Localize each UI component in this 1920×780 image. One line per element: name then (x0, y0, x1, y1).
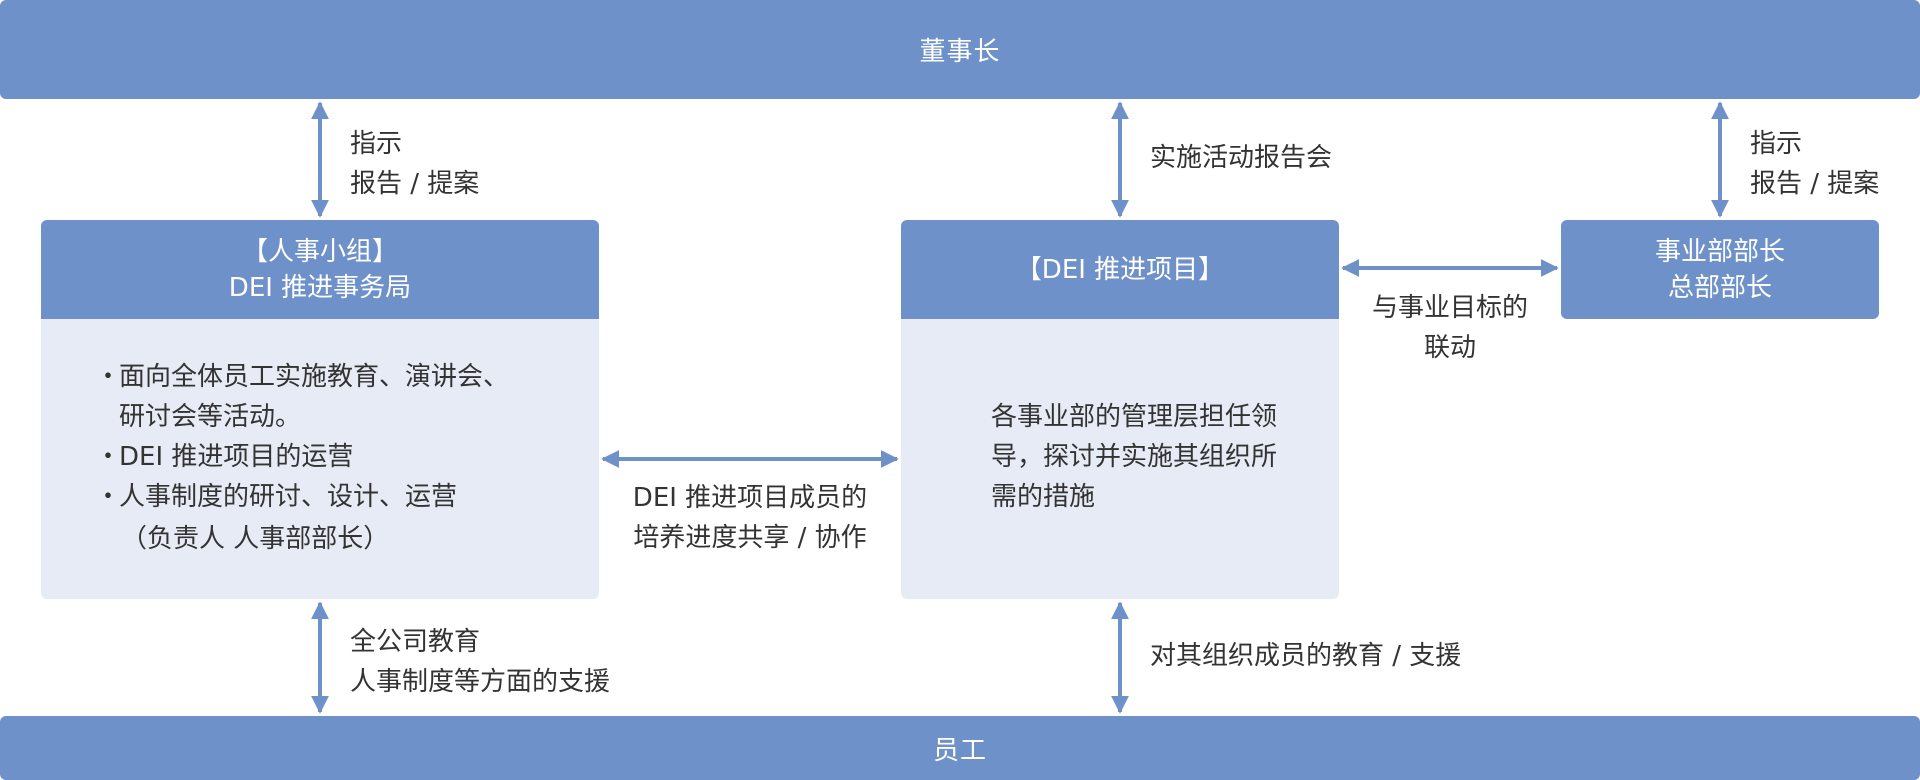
activity-report-label: 实施活动报告会 (1150, 143, 1333, 173)
dei-office-title: DEI 推进事务局 (228, 272, 412, 303)
company-education-label: 全公司教育 (350, 627, 481, 657)
bullet-icon: ・ (95, 442, 122, 472)
bullet-icon: ・ (95, 362, 122, 392)
business-goal-link-label-2: 联动 (1423, 333, 1476, 363)
hr-duty-item-continued: 研讨会等活动。 (119, 402, 302, 432)
hr-responsible-note: （负责人 人事部部长） (121, 524, 390, 554)
instruction-label-right: 指示 (1750, 129, 1803, 159)
division-head-title: 事业部部长 (1654, 236, 1785, 267)
headquarters-head-title: 总部部长 (1667, 272, 1772, 303)
chairman-label: 董事长 (919, 37, 1001, 67)
chairman-bar: 董事长 (0, 0, 1920, 99)
division-heads-panel: 事业部部长 总部部长 (1561, 220, 1879, 319)
hr-duty-item: ・DEI 推进项目的运营 (95, 437, 509, 477)
dei-project-description: 各事业部的管理层担任领导，探讨并实施其组织所需的措施 (991, 402, 1278, 512)
dei-project-panel: 【DEI 推进项目】 各事业部的管理层担任领导，探讨并实施其组织所需的措施 (901, 220, 1339, 599)
dei-project-header: 【DEI 推进项目】 (901, 220, 1339, 319)
hr-team-body: ・面向全体员工实施教育、演讲会、 研讨会等活动。 ・DEI 推进项目的运营 ・人… (41, 319, 599, 599)
report-proposal-label-left: 报告 / 提案 (350, 169, 480, 199)
bullet-icon: ・ (95, 482, 122, 512)
member-development-label: DEI 推进项目成员的 (632, 483, 868, 513)
hr-team-title: 【人事小组】 (241, 236, 398, 267)
hr-duty-item: ・人事制度的研讨、设计、运营 (95, 477, 509, 517)
hr-team-header: 【人事小组】 DEI 推进事务局 (41, 220, 599, 319)
employees-bar: 员工 (0, 716, 1920, 780)
instruction-label-left: 指示 (350, 129, 403, 159)
member-education-support-label: 对其组织成员的教育 / 支援 (1150, 641, 1462, 671)
dei-project-title: 【DEI 推进项目】 (1015, 254, 1225, 285)
report-proposal-label-right: 报告 / 提案 (1750, 169, 1880, 199)
hr-duty-item: ・面向全体员工实施教育、演讲会、 (95, 357, 509, 397)
business-goal-link-label: 与事业目标的 (1371, 293, 1528, 323)
hr-system-support-label: 人事制度等方面的支援 (350, 667, 611, 697)
hr-duties-list: ・面向全体员工实施教育、演讲会、 研讨会等活动。 ・DEI 推进项目的运营 ・人… (95, 357, 509, 517)
employees-label: 员工 (932, 735, 987, 766)
division-heads-header: 事业部部长 总部部长 (1561, 220, 1879, 319)
progress-sharing-label: 培养进度共享 / 协作 (633, 523, 867, 553)
dei-project-body: 各事业部的管理层担任领导，探讨并实施其组织所需的措施 (901, 319, 1339, 599)
hr-team-panel: 【人事小组】 DEI 推进事务局 ・面向全体员工实施教育、演讲会、 研讨会等活动… (41, 220, 599, 599)
